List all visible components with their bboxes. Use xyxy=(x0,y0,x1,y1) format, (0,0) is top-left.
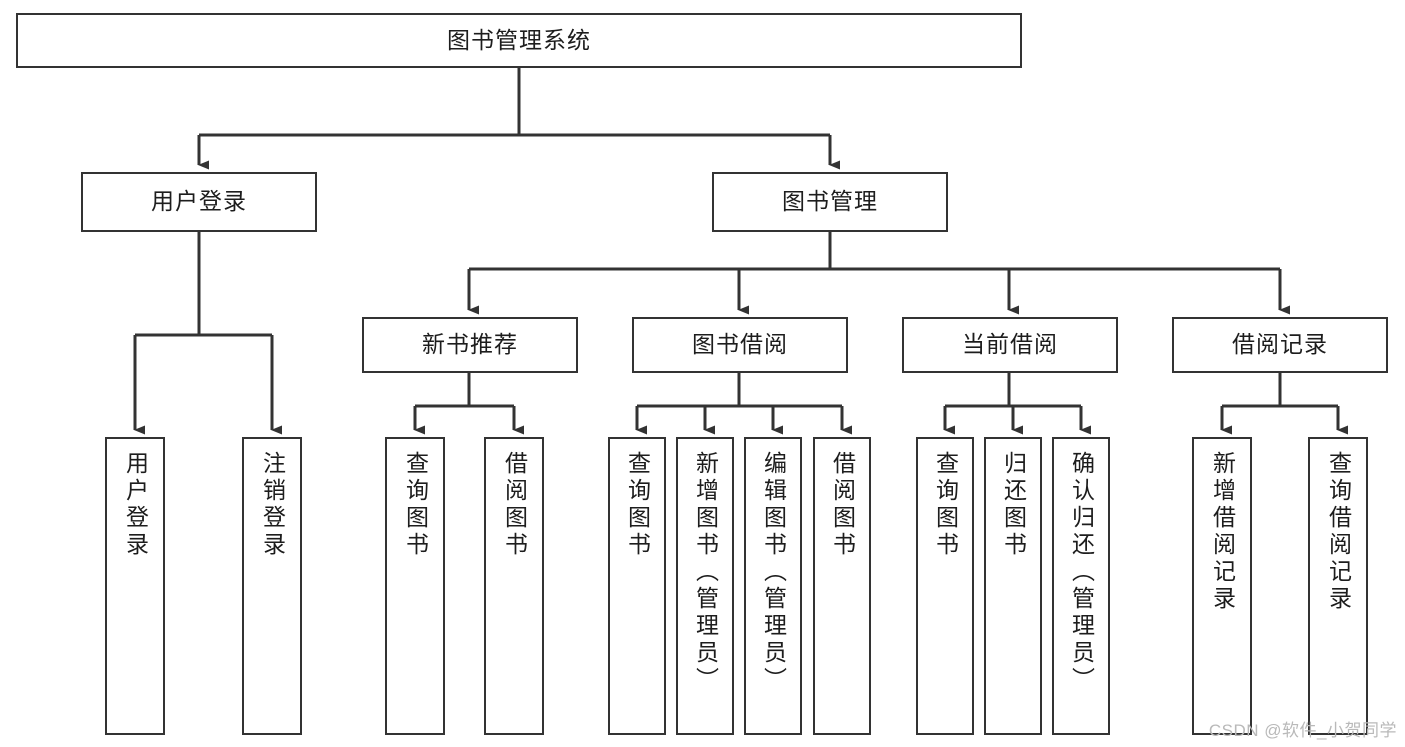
node-book-borrow-label: 图书借阅 xyxy=(692,331,788,358)
leaf-record-add[interactable]: 新增借阅记录 xyxy=(1192,437,1252,735)
leaf-record-add-label: 新增借阅记录 xyxy=(1209,451,1236,613)
leaf-borrow-edit-book[interactable]: 编辑图书（管理员） xyxy=(744,437,802,735)
leaf-borrow-add-book-label: 新增图书（管理员） xyxy=(692,451,719,694)
leaf-borrow-borrow-book[interactable]: 借阅图书 xyxy=(813,437,871,735)
leaf-current-return-book[interactable]: 归还图书 xyxy=(984,437,1042,735)
leaf-current-confirm-return-label: 确认归还（管理员） xyxy=(1068,451,1095,694)
leaf-current-query-book-label: 查询图书 xyxy=(932,451,959,559)
leaf-borrow-query-book-label: 查询图书 xyxy=(624,451,651,559)
node-current-borrow[interactable]: 当前借阅 xyxy=(902,317,1118,373)
leaf-record-query[interactable]: 查询借阅记录 xyxy=(1308,437,1368,735)
node-borrow-record-label: 借阅记录 xyxy=(1232,331,1328,358)
leaf-borrow-query-book[interactable]: 查询图书 xyxy=(608,437,666,735)
leaf-current-query-book[interactable]: 查询图书 xyxy=(916,437,974,735)
leaf-record-query-label: 查询借阅记录 xyxy=(1325,451,1352,613)
leaf-current-confirm-return[interactable]: 确认归还（管理员） xyxy=(1052,437,1110,735)
node-user-login[interactable]: 用户登录 xyxy=(81,172,317,232)
node-current-borrow-label: 当前借阅 xyxy=(962,331,1058,358)
node-new-book-recommend-label: 新书推荐 xyxy=(422,331,518,358)
leaf-borrow-add-book[interactable]: 新增图书（管理员） xyxy=(676,437,734,735)
node-book-management-label: 图书管理 xyxy=(782,188,878,215)
node-user-login-label: 用户登录 xyxy=(151,188,247,215)
leaf-user-login-signin[interactable]: 用户登录 xyxy=(105,437,165,735)
node-book-management[interactable]: 图书管理 xyxy=(712,172,948,232)
node-borrow-record[interactable]: 借阅记录 xyxy=(1172,317,1388,373)
leaf-new-book-borrow[interactable]: 借阅图书 xyxy=(484,437,544,735)
node-book-borrow[interactable]: 图书借阅 xyxy=(632,317,848,373)
leaf-user-login-signin-label: 用户登录 xyxy=(122,451,149,559)
leaf-borrow-borrow-book-label: 借阅图书 xyxy=(829,451,856,559)
node-new-book-recommend[interactable]: 新书推荐 xyxy=(362,317,578,373)
node-root-system-label: 图书管理系统 xyxy=(447,26,591,53)
leaf-user-login-signout[interactable]: 注销登录 xyxy=(242,437,302,735)
node-root-system[interactable]: 图书管理系统 xyxy=(16,13,1022,68)
leaf-current-return-book-label: 归还图书 xyxy=(1000,451,1027,559)
leaf-new-book-query[interactable]: 查询图书 xyxy=(385,437,445,735)
leaf-borrow-edit-book-label: 编辑图书（管理员） xyxy=(760,451,787,694)
csdn-watermark: CSDN @软件_小贺同学 xyxy=(1208,721,1397,740)
leaf-new-book-query-label: 查询图书 xyxy=(402,451,429,559)
leaf-user-login-signout-label: 注销登录 xyxy=(259,451,286,559)
leaf-new-book-borrow-label: 借阅图书 xyxy=(501,451,528,559)
